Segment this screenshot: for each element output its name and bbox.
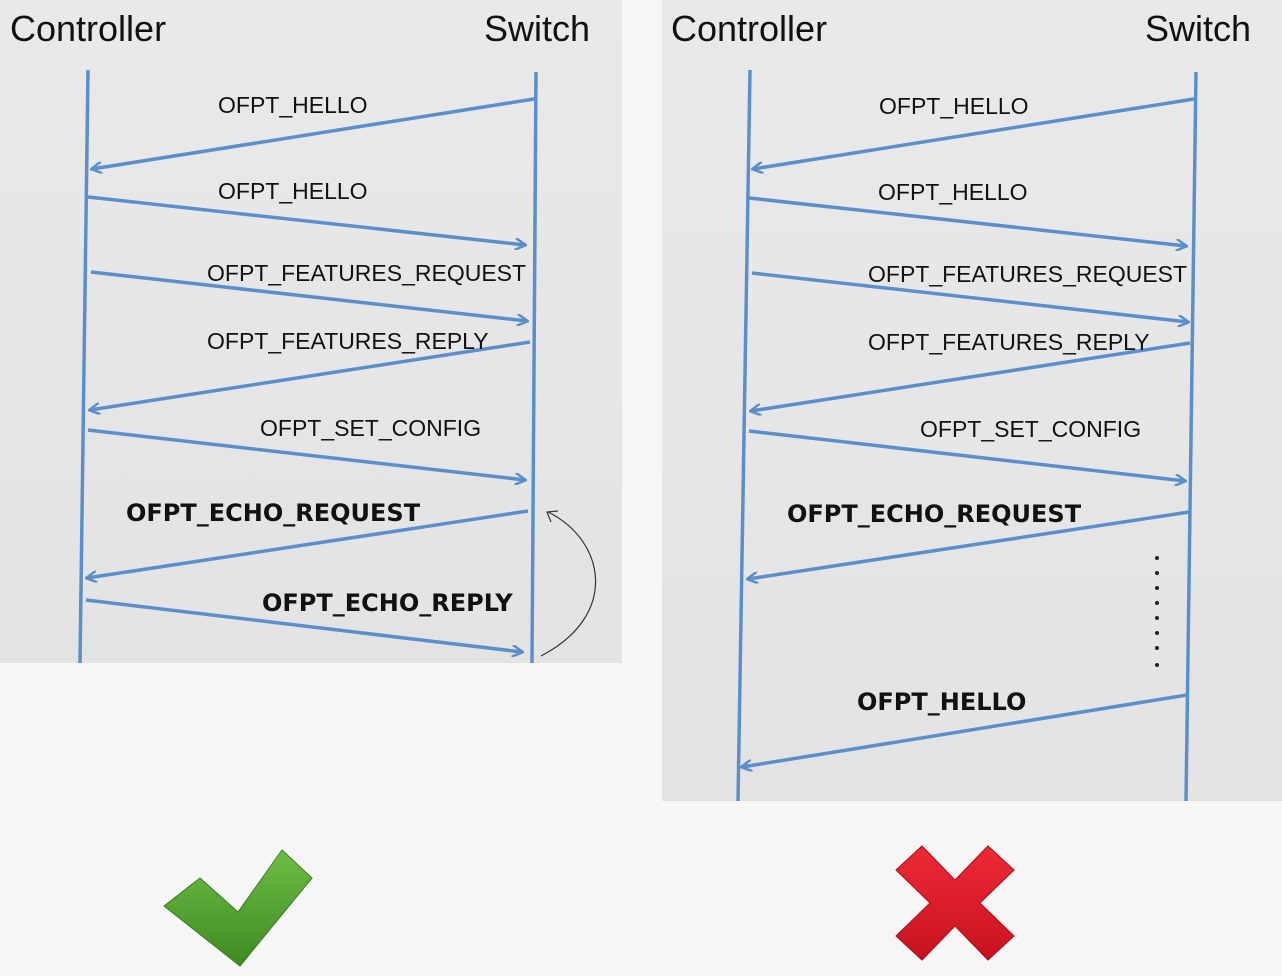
check-mark-icon bbox=[163, 849, 313, 967]
message-label: OFPT_HELLO bbox=[218, 178, 368, 204]
message-arrow bbox=[87, 509, 529, 578]
message-label: OFPT_FEATURES_REQUEST bbox=[207, 260, 526, 286]
message-label: OFPT_FEATURES_REPLY bbox=[868, 329, 1150, 355]
message-arrow bbox=[748, 510, 1190, 579]
switch-label: Switch bbox=[484, 8, 591, 49]
message-label: OFPT_ECHO_REPLY bbox=[262, 589, 513, 617]
echo-loop-arrowhead bbox=[546, 510, 559, 523]
echo-loop-arrow bbox=[540, 511, 597, 657]
message-arrow bbox=[90, 340, 531, 410]
message-arrow bbox=[751, 271, 1188, 322]
message-label: OFPT_FEATURES_REPLY bbox=[207, 328, 489, 354]
message-label: OFPT_ECHO_REQUEST bbox=[787, 500, 1082, 528]
message-label: OFPT_HELLO bbox=[857, 688, 1026, 716]
switch-lifeline bbox=[1184, 71, 1198, 802]
controller-lifeline bbox=[78, 69, 90, 664]
message-arrow bbox=[87, 195, 525, 245]
switch-lifeline bbox=[530, 71, 538, 664]
message-label: OFPT_SET_CONFIG bbox=[260, 415, 481, 441]
cross-mark-icon bbox=[895, 845, 1015, 961]
message-arrow bbox=[742, 693, 1188, 767]
left-sequence-diagram: Controller Switch OFPT_HELLO OFPT_HELLO … bbox=[0, 0, 622, 664]
switch-label: Switch bbox=[1145, 8, 1252, 49]
message-arrow bbox=[92, 97, 535, 169]
message-label: OFPT_HELLO bbox=[218, 92, 368, 118]
message-arrow bbox=[748, 196, 1186, 246]
message-arrow bbox=[753, 97, 1195, 169]
right-diagram-canvas: OFPT_HELLO OFPT_HELLO OFPT_FEATURES_REQU… bbox=[736, 69, 1198, 802]
message-label: OFPT_SET_CONFIG bbox=[920, 416, 1141, 442]
message-arrow bbox=[751, 341, 1191, 411]
message-label: OFPT_FEATURES_REQUEST bbox=[868, 261, 1187, 287]
message-label: OFPT_HELLO bbox=[878, 179, 1028, 205]
message-arrow bbox=[87, 428, 525, 480]
right-sequence-diagram: Controller Switch OFPT_HELLO OFPT_HELLO … bbox=[662, 0, 1282, 802]
controller-lifeline bbox=[736, 69, 752, 802]
controller-label: Controller bbox=[671, 8, 828, 49]
left-diagram-canvas: OFPT_HELLO OFPT_HELLO OFPT_FEATURES_REQU… bbox=[78, 69, 597, 664]
message-label: OFPT_HELLO bbox=[879, 93, 1029, 119]
time-gap-dots bbox=[1155, 556, 1159, 667]
message-arrow bbox=[90, 270, 527, 321]
message-arrow bbox=[85, 598, 522, 652]
message-arrow bbox=[748, 429, 1185, 481]
controller-label: Controller bbox=[10, 8, 167, 49]
message-label: OFPT_ECHO_REQUEST bbox=[126, 499, 421, 527]
